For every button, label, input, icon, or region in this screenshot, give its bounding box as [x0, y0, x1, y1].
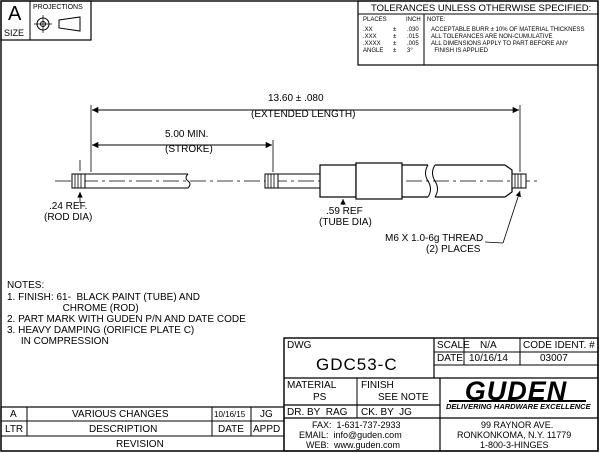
tolerance-plusminus: ± [393, 48, 397, 54]
right-thread-stud [511, 173, 527, 189]
tolerance-row: .XXX ± .015 [363, 34, 423, 41]
drawn-by: DR. BY RAG [287, 407, 348, 418]
company-email: EMAIL: info@guden.com [299, 430, 402, 440]
tolerance-value: 3° [407, 48, 413, 54]
tolerance-places: .XXXX [363, 41, 381, 47]
date-label: DATE [437, 353, 463, 364]
guden-logo: GUDEN [449, 376, 586, 406]
note-header: NOTE: [427, 17, 446, 23]
left-thread-stud [71, 173, 86, 189]
projections-label: PROJECTIONS [33, 4, 83, 11]
tolerance-note-line: ALL DIMENSIONS APPLY TO PART BEFORE ANY [431, 41, 569, 47]
tolerance-value: .005 [407, 41, 419, 47]
tol-inch-header: INCH [406, 17, 421, 23]
tolerance-note-line: ALL TOLERANCES ARE NON-CUMULATIVE [431, 34, 553, 40]
rod-dia-label: (ROD DIA) [44, 212, 93, 223]
rod-dia-value: .24 REF. [49, 201, 88, 212]
tolerance-row: .XXXX ± .005 [363, 41, 423, 48]
third-angle-projection-icon [34, 15, 81, 33]
tolerance-note-line: FINISH IS APPLIED [431, 48, 489, 54]
finish-label: FINISH [361, 380, 394, 391]
tolerance-places: .XX [363, 27, 373, 33]
tolerance-places: .XXX [363, 34, 377, 40]
company-address-1: 99 RAYNOR AVE. [481, 420, 554, 430]
tolerance-plusminus: ± [393, 41, 397, 47]
tolerances-title: TOLERANCES UNLESS OTHERWISE SPECIFIED: [371, 3, 592, 14]
thread-value: M6 X 1.0-6g THREAD [385, 233, 484, 244]
tolerance-note-line: ACCEPTABLE BURR ± 10% OF MATERIAL THICKN… [431, 27, 585, 33]
note-line: 1. FINISH: 61- BLACK PAINT (TUBE) AND [7, 292, 201, 303]
gas-spring-drawing [55, 105, 540, 244]
title-block-grid [0, 337, 599, 452]
rod-right-segment [278, 173, 320, 189]
dwg-number: GDC53-C [316, 355, 398, 374]
tolerance-places: ANGLE [363, 48, 384, 54]
code-ident-value: 03007 [540, 353, 568, 364]
company-address-3: 1-800-3-HINGES [480, 440, 549, 450]
tolerance-block [357, 0, 599, 66]
rev-header-desc: DESCRIPTION [89, 424, 158, 435]
rev-row-date: 10/16/15 [214, 410, 246, 419]
finish-value: SEE NOTE [378, 392, 429, 403]
note-line: 2. PART MARK WITH GUDEN P/N AND DATE COD… [7, 314, 246, 325]
rev-header-date: DATE [218, 424, 244, 435]
scale-label: SCALE [437, 340, 470, 351]
tube-dia-value: .59 REF [326, 206, 363, 217]
size-label: SIZE [4, 28, 25, 38]
extended-length-label: (EXTENDED LENGTH) [251, 109, 356, 120]
size-letter: A [8, 3, 22, 25]
material-label: MATERIAL [287, 380, 337, 391]
tolerance-value: .030 [407, 27, 419, 33]
dwg-label: DWG [287, 340, 312, 351]
company-fax: FAX: 1-631-737-2933 [312, 420, 401, 430]
company-tagline: DELIVERING HARDWARE EXCELLENCE [446, 402, 591, 411]
company-address-2: RONKONKOMA, N.Y. 11779 [457, 430, 572, 440]
tolerance-row: ANGLE ±3° [363, 48, 423, 55]
rev-row-appd: JG [260, 409, 273, 420]
code-ident-label: CODE IDENT. # [523, 340, 595, 351]
date-value: 10/16/14 [469, 353, 508, 364]
tolerance-plusminus: ± [393, 27, 397, 33]
stroke-label: (STROKE) [165, 144, 213, 155]
extended-length-value: 13.60 ± .080 [268, 93, 324, 104]
rod-left-segment [85, 173, 191, 189]
stroke-value: 5.00 MIN. [165, 129, 209, 140]
scale-value: N/A [480, 340, 497, 351]
size-projections-box [0, 0, 92, 41]
tube-dia-label: (TUBE DIA) [319, 217, 372, 228]
rev-header-appd: APPD [253, 424, 281, 435]
material-value: PS [313, 392, 327, 403]
note-line: CHROME (ROD) [7, 303, 139, 314]
rev-row-desc: VARIOUS CHANGES [72, 409, 169, 420]
mid-thread-stud [264, 173, 279, 189]
tolerance-value: .015 [407, 34, 419, 40]
rev-row-ltr: A [10, 409, 17, 420]
tolerance-row: .XX ± .030 [363, 27, 423, 34]
note-line: IN COMPRESSION [7, 336, 109, 347]
revision-footer: REVISION [116, 439, 164, 450]
notes-header: NOTES: [7, 280, 45, 291]
thread-label: (2) PLACES [426, 244, 481, 255]
tol-places-header: PLACES [363, 17, 387, 23]
checked-by: CK. BY JG [361, 407, 412, 418]
rev-header-ltr: LTR [5, 424, 24, 435]
company-web: WEB: www.guden.com [306, 440, 401, 450]
tolerance-plusminus: ± [393, 34, 397, 40]
note-line: 3. HEAVY DAMPING (ORIFICE PLATE C) [7, 325, 195, 336]
